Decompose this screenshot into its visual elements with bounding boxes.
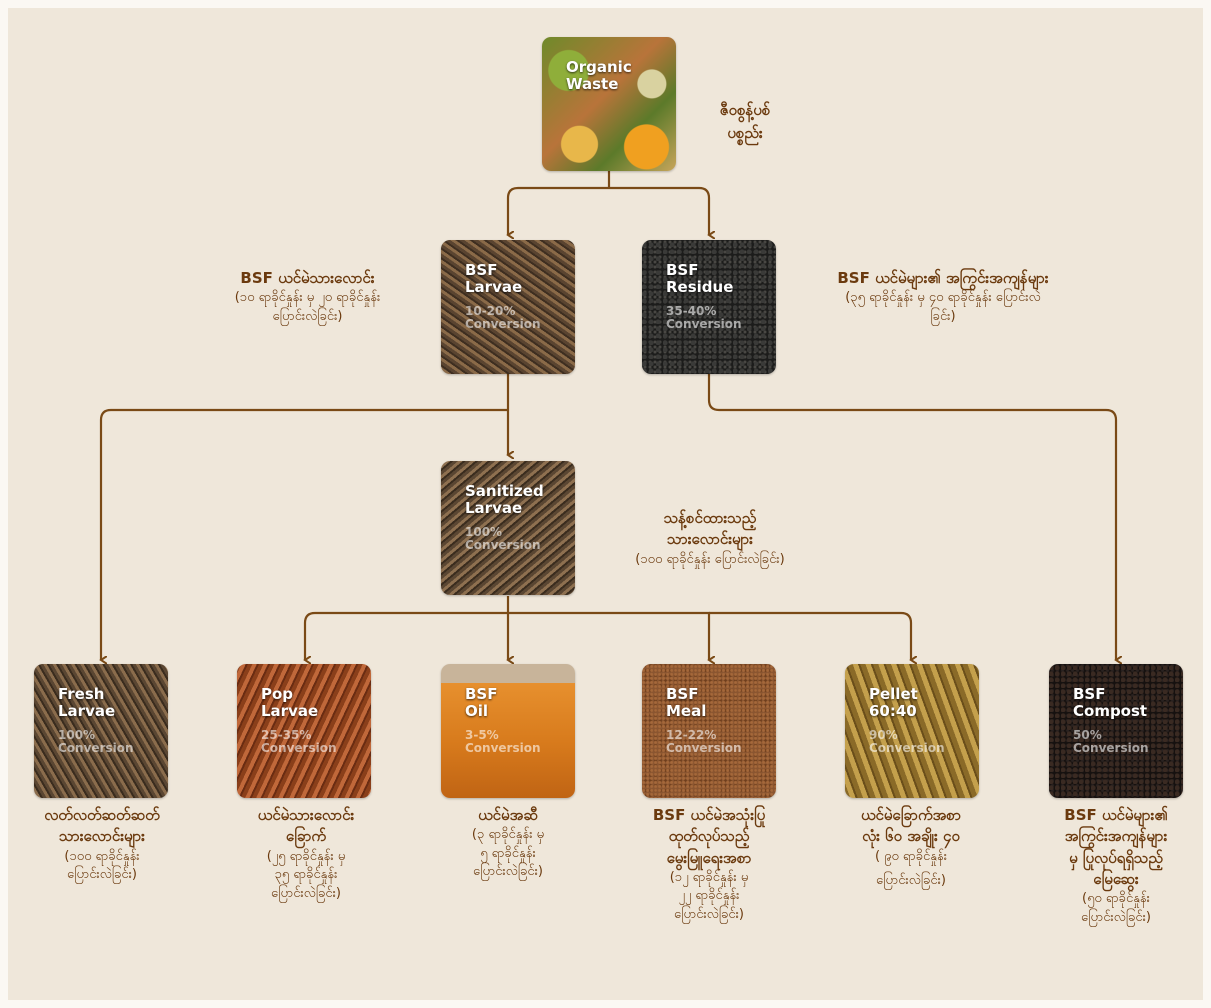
pellet-node: Pellet 60:40 90% Conversion <box>845 664 979 798</box>
pop-larvae-label: ယင်မဲသားလောင်း ခြောက် (၂၅ ရာခိုင်နှုန်း … <box>257 806 355 901</box>
pellet-label: ယင်မဲခြောက်အစာ လုံး ၆၀ အချိုး ၄၀ ( ၉၀ ရာ… <box>860 806 962 889</box>
bsf-larvae-node: BSF Larvae 10-20% Conversion <box>441 240 575 374</box>
bsf-meal-node: BSF Meal 12-22% Conversion <box>642 664 776 798</box>
bsf-residue-node: BSF Residue 35-40% Conversion <box>642 240 776 374</box>
bsf-compost-label: BSF ယင်မဲများ၏ အကြွင်းအကျန်များ မှ ပြုလု… <box>1064 806 1168 925</box>
organic-waste-node: Organic Waste <box>542 37 676 171</box>
fresh-larvae-node: Fresh Larvae 100% Conversion <box>34 664 168 798</box>
bsf-residue-label: BSF ယင်မဲများ၏ အကြွင်းအကျန်များ (၃၅ ရာခိ… <box>837 269 1049 324</box>
sanitized-larvae-node: Sanitized Larvae 100% Conversion <box>441 461 575 595</box>
pop-larvae-node: Pop Larvae 25-35% Conversion <box>237 664 371 798</box>
bsf-compost-node: BSF Compost 50% Conversion <box>1049 664 1183 798</box>
organic-waste-label: ဇီဝစွန့်ပစ် ပစ္စည်း <box>719 101 771 143</box>
bsf-oil-node: BSF Oil 3-5% Conversion <box>441 664 575 798</box>
bsf-oil-label: ယင်မဲအဆီ (၃ ရာခိုင်နှုန်း မှ ၅ ရာခိုင်နှ… <box>471 806 545 880</box>
sanitized-larvae-label: သန့်စင်ထားသည့် သားလောင်းများ (၁၀၀ ရာခိုင… <box>635 509 785 567</box>
fresh-larvae-label: လတ်လတ်ဆတ်ဆတ် သားလောင်းများ (၁၀၀ ရာခိုင်န… <box>44 806 160 883</box>
bsf-larvae-label: BSF ယင်မဲသားလောင်း (၁၀ ရာခိုင်နှုန်း မှ … <box>234 269 381 324</box>
bsf-meal-label: BSF ယင်မဲအသုံးပြု ထုတ်လုပ်သည့် မွေးမြူရေ… <box>652 806 766 922</box>
